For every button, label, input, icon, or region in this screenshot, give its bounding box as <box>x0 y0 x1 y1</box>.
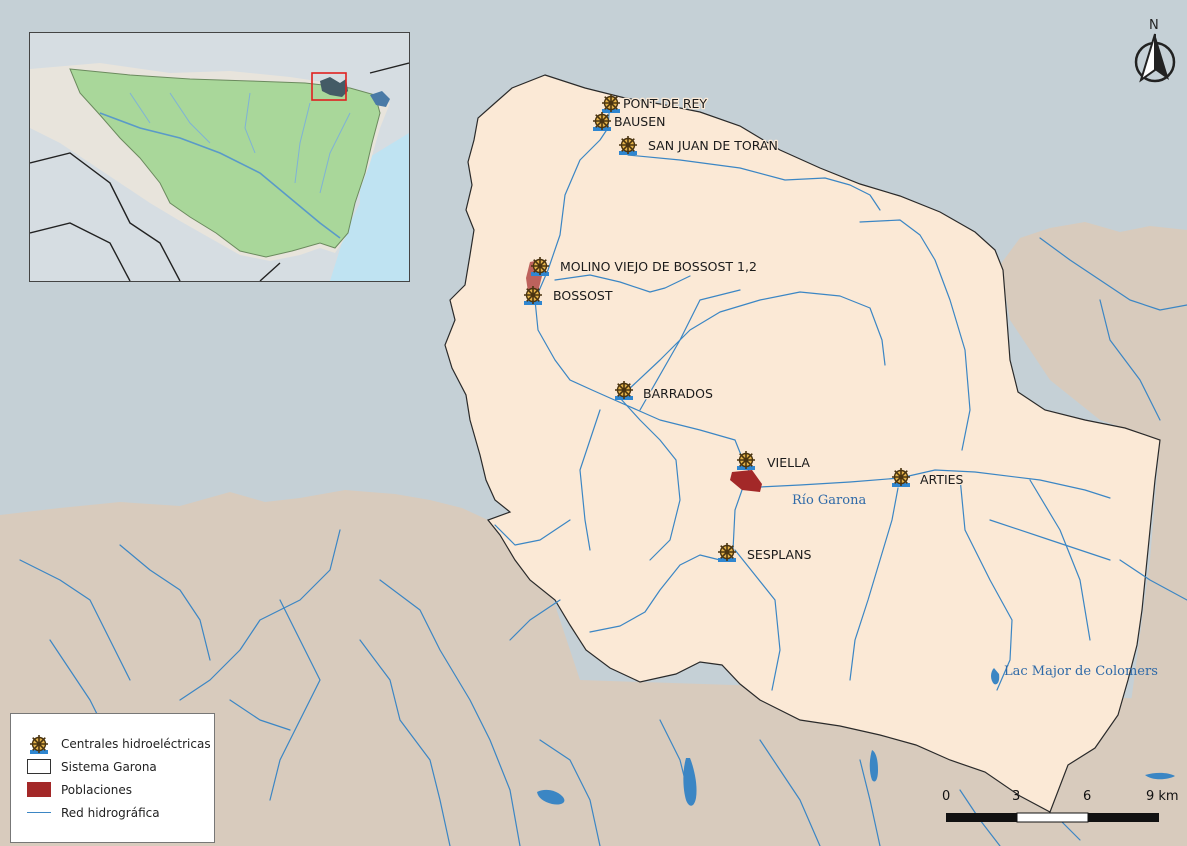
hydro-plants: PONT DE REY BAUSEN SAN JUAN DE TORAN MOL… <box>523 93 965 563</box>
svg-text:SESPLANS: SESPLANS <box>747 547 811 562</box>
plant-barrados[interactable]: BARRADOS <box>614 380 714 402</box>
plant-bossost[interactable]: BOSSOST <box>523 285 614 306</box>
svg-text:6: 6 <box>1083 789 1091 804</box>
legend-item-poblaciones: Poblaciones <box>25 778 214 801</box>
plant-sesplans[interactable]: SESPLANS <box>717 542 813 563</box>
legend-item-hydro: Centrales hidroeléctricas <box>25 732 214 755</box>
legend-label: Poblaciones <box>61 782 132 797</box>
river-network <box>19 99 1187 846</box>
legend-label: Red hidrográfica <box>61 805 160 820</box>
scale-bar: 0 3 6 9 km <box>942 789 1179 823</box>
legend-item-red: Red hidrográfica <box>25 801 214 824</box>
svg-text:9 km: 9 km <box>1146 789 1179 804</box>
svg-text:BOSSOST: BOSSOST <box>553 288 613 303</box>
hydro-plant-icon <box>25 733 53 755</box>
plant-pont-de-rey[interactable]: PONT DE REY <box>601 93 709 114</box>
legend-item-sistema: Sistema Garona <box>25 755 214 778</box>
svg-text:BAUSEN: BAUSEN <box>614 114 665 129</box>
north-arrow: N <box>1134 18 1176 83</box>
lake-label: Lac Major de Colomers <box>1004 664 1158 679</box>
plant-bausen[interactable]: BAUSEN <box>592 111 667 132</box>
town-viella <box>730 470 762 492</box>
svg-text:3: 3 <box>1012 789 1020 804</box>
basin-sistema-garona <box>444 74 1161 813</box>
legend-label: Centrales hidroeléctricas <box>61 736 211 751</box>
river-label: Río Garona <box>792 493 866 508</box>
plant-molino-viejo-de-bossost[interactable]: MOLINO VIEJO DE BOSSOST 1,2 <box>530 256 758 277</box>
legend: Centrales hidroeléctricas Sistema Garona… <box>10 713 215 843</box>
svg-text:BARRADOS: BARRADOS <box>643 386 713 401</box>
plant-san-juan-de-toran[interactable]: SAN JUAN DE TORAN <box>618 135 779 156</box>
svg-text:VIELLA: VIELLA <box>767 455 810 470</box>
terrain-left <box>0 490 1187 846</box>
location-inset-map <box>29 32 410 282</box>
outline-box-icon <box>25 758 53 776</box>
north-label: N <box>1149 18 1159 33</box>
terrain-right <box>1000 222 1187 720</box>
svg-text:PONT DE REY: PONT DE REY <box>623 96 707 111</box>
svg-text:0: 0 <box>942 789 950 804</box>
svg-text:SAN JUAN DE TORAN: SAN JUAN DE TORAN <box>648 138 778 153</box>
lakes <box>537 668 1175 806</box>
legend-label: Sistema Garona <box>61 759 157 774</box>
svg-text:ARTIES: ARTIES <box>920 472 964 487</box>
svg-text:MOLINO VIEJO DE BOSSOST 1,2: MOLINO VIEJO DE BOSSOST 1,2 <box>560 259 757 274</box>
plant-arties[interactable]: ARTIES <box>891 467 965 488</box>
plant-viella[interactable]: VIELLA <box>736 450 812 471</box>
blue-line-icon <box>25 804 53 822</box>
inset-location-box <box>311 72 347 101</box>
filled-box-icon <box>25 781 53 799</box>
